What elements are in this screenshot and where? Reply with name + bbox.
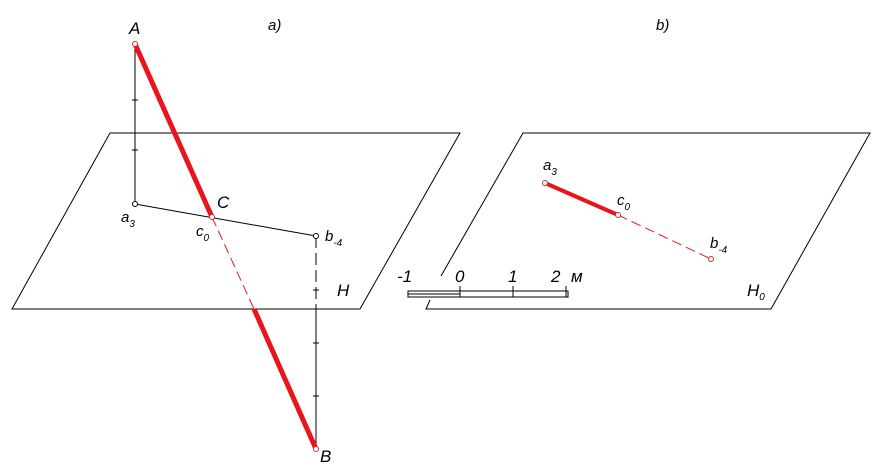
label-b-4: b-4 — [325, 228, 343, 249]
panel-b: b) a3 c0 b-4 H0 — [425, 17, 871, 310]
label-c0: c0 — [196, 223, 210, 244]
segment-ac — [132, 42, 215, 219]
point-b-b-4 — [708, 256, 714, 262]
point-b-a3 — [542, 180, 548, 186]
panel-b-caption: b) — [656, 17, 669, 34]
label-B: B — [320, 447, 331, 466]
scale-label-2: 2 — [550, 267, 561, 286]
label-a3: a3 — [121, 209, 135, 230]
projector-a-ticks — [132, 99, 138, 151]
scale-label-1: 1 — [508, 267, 517, 286]
panel-a-caption: a) — [268, 17, 281, 34]
segment-b — [251, 307, 319, 451]
point-a — [132, 41, 138, 47]
label-b-b-4: b-4 — [710, 235, 728, 256]
segment-hidden — [211, 216, 255, 310]
scale-unit: м — [571, 267, 583, 286]
scale-label-minus1: -1 — [397, 267, 412, 286]
panel-a: a) A B C a3 c0 — [11, 17, 461, 466]
point-c — [209, 214, 215, 220]
point-b-4 — [313, 233, 319, 239]
point-b — [313, 446, 319, 452]
point-a3 — [132, 201, 138, 207]
plane-h-a — [11, 132, 461, 310]
label-b-c0: c0 — [617, 192, 631, 213]
scale-bar: -1 0 1 2 м — [397, 267, 583, 298]
label-A: A — [128, 19, 140, 38]
label-b-a3: a3 — [543, 157, 557, 178]
segment-a3-c0 — [544, 181, 619, 217]
label-plane-h-a: H — [337, 281, 350, 300]
projector-b-ticks — [313, 289, 319, 397]
plane-h0 — [425, 132, 871, 310]
scale-label-0: 0 — [455, 267, 465, 286]
segment-c0-b-4 — [617, 214, 712, 260]
label-plane-h0: H0 — [747, 281, 765, 303]
projection-line-a — [134, 203, 317, 237]
point-b-c0 — [615, 212, 621, 218]
label-C: C — [217, 193, 230, 212]
